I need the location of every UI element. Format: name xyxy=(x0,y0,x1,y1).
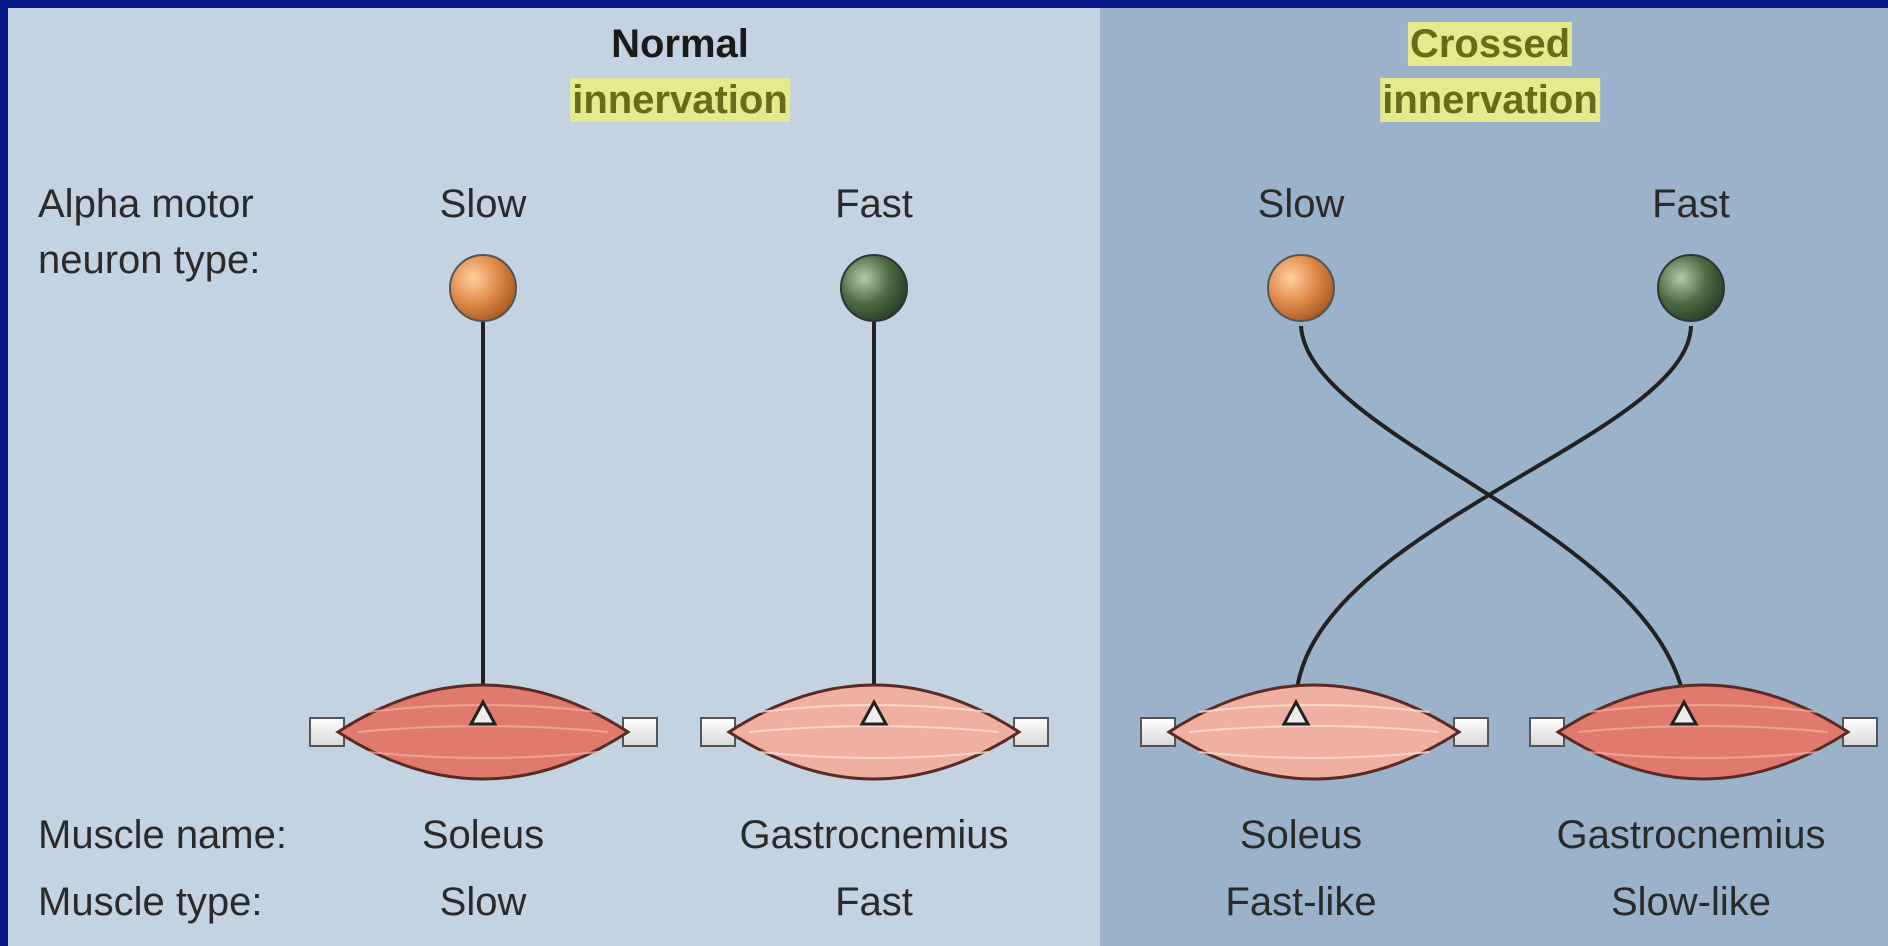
muscle-soleus-crossed xyxy=(1141,685,1488,779)
normal-title-line2: innervation xyxy=(570,80,790,120)
neuron-type-label: Fast xyxy=(1652,184,1730,224)
row-label-neuron-type-1: Alpha motor xyxy=(38,184,254,224)
muscle-type-label: Slow-like xyxy=(1611,882,1771,922)
crossed-title-highlight-2: innervation xyxy=(1380,78,1600,122)
muscle-soleus-normal xyxy=(310,685,657,779)
row-label-muscle-type: Muscle type: xyxy=(38,882,263,922)
axon-fast-to-soleus-crossed xyxy=(1296,326,1691,698)
row-label-muscle-name: Muscle name: xyxy=(38,815,287,855)
crossed-title-highlight-1: Crossed xyxy=(1408,22,1572,66)
muscle-name-label: Gastrocnemius xyxy=(1557,815,1826,855)
muscle-gastrocnemius-crossed xyxy=(1530,685,1877,779)
neuron-type-label: Slow xyxy=(1258,184,1345,224)
muscle-name-label: Soleus xyxy=(1240,815,1362,855)
muscle-gastrocnemius-normal xyxy=(701,685,1048,779)
fast-neuron-normal xyxy=(841,255,907,321)
muscle-type-label: Fast xyxy=(835,882,913,922)
figure-frame: Normal innervation Crossed innervation A… xyxy=(8,8,1888,946)
muscle-name-label: Gastrocnemius xyxy=(740,815,1009,855)
slow-neuron-crossed xyxy=(1268,255,1334,321)
neuron-type-label: Fast xyxy=(835,184,913,224)
crossed-title-line2: innervation xyxy=(1380,80,1600,120)
fast-neuron-crossed xyxy=(1658,255,1724,321)
normal-title-line1: Normal xyxy=(611,24,749,64)
neuron-type-label: Slow xyxy=(440,184,527,224)
slow-neuron-normal xyxy=(450,255,516,321)
muscle-type-label: Slow xyxy=(440,882,527,922)
innervation-diagram xyxy=(8,8,1888,946)
row-label-neuron-type-2: neuron type: xyxy=(38,240,260,280)
crossed-title-line1: Crossed xyxy=(1408,24,1572,64)
muscle-type-label: Fast-like xyxy=(1225,882,1376,922)
muscle-name-label: Soleus xyxy=(422,815,544,855)
axon-slow-to-gastrocnemius-crossed xyxy=(1301,326,1684,698)
normal-title-highlight: innervation xyxy=(570,78,790,122)
